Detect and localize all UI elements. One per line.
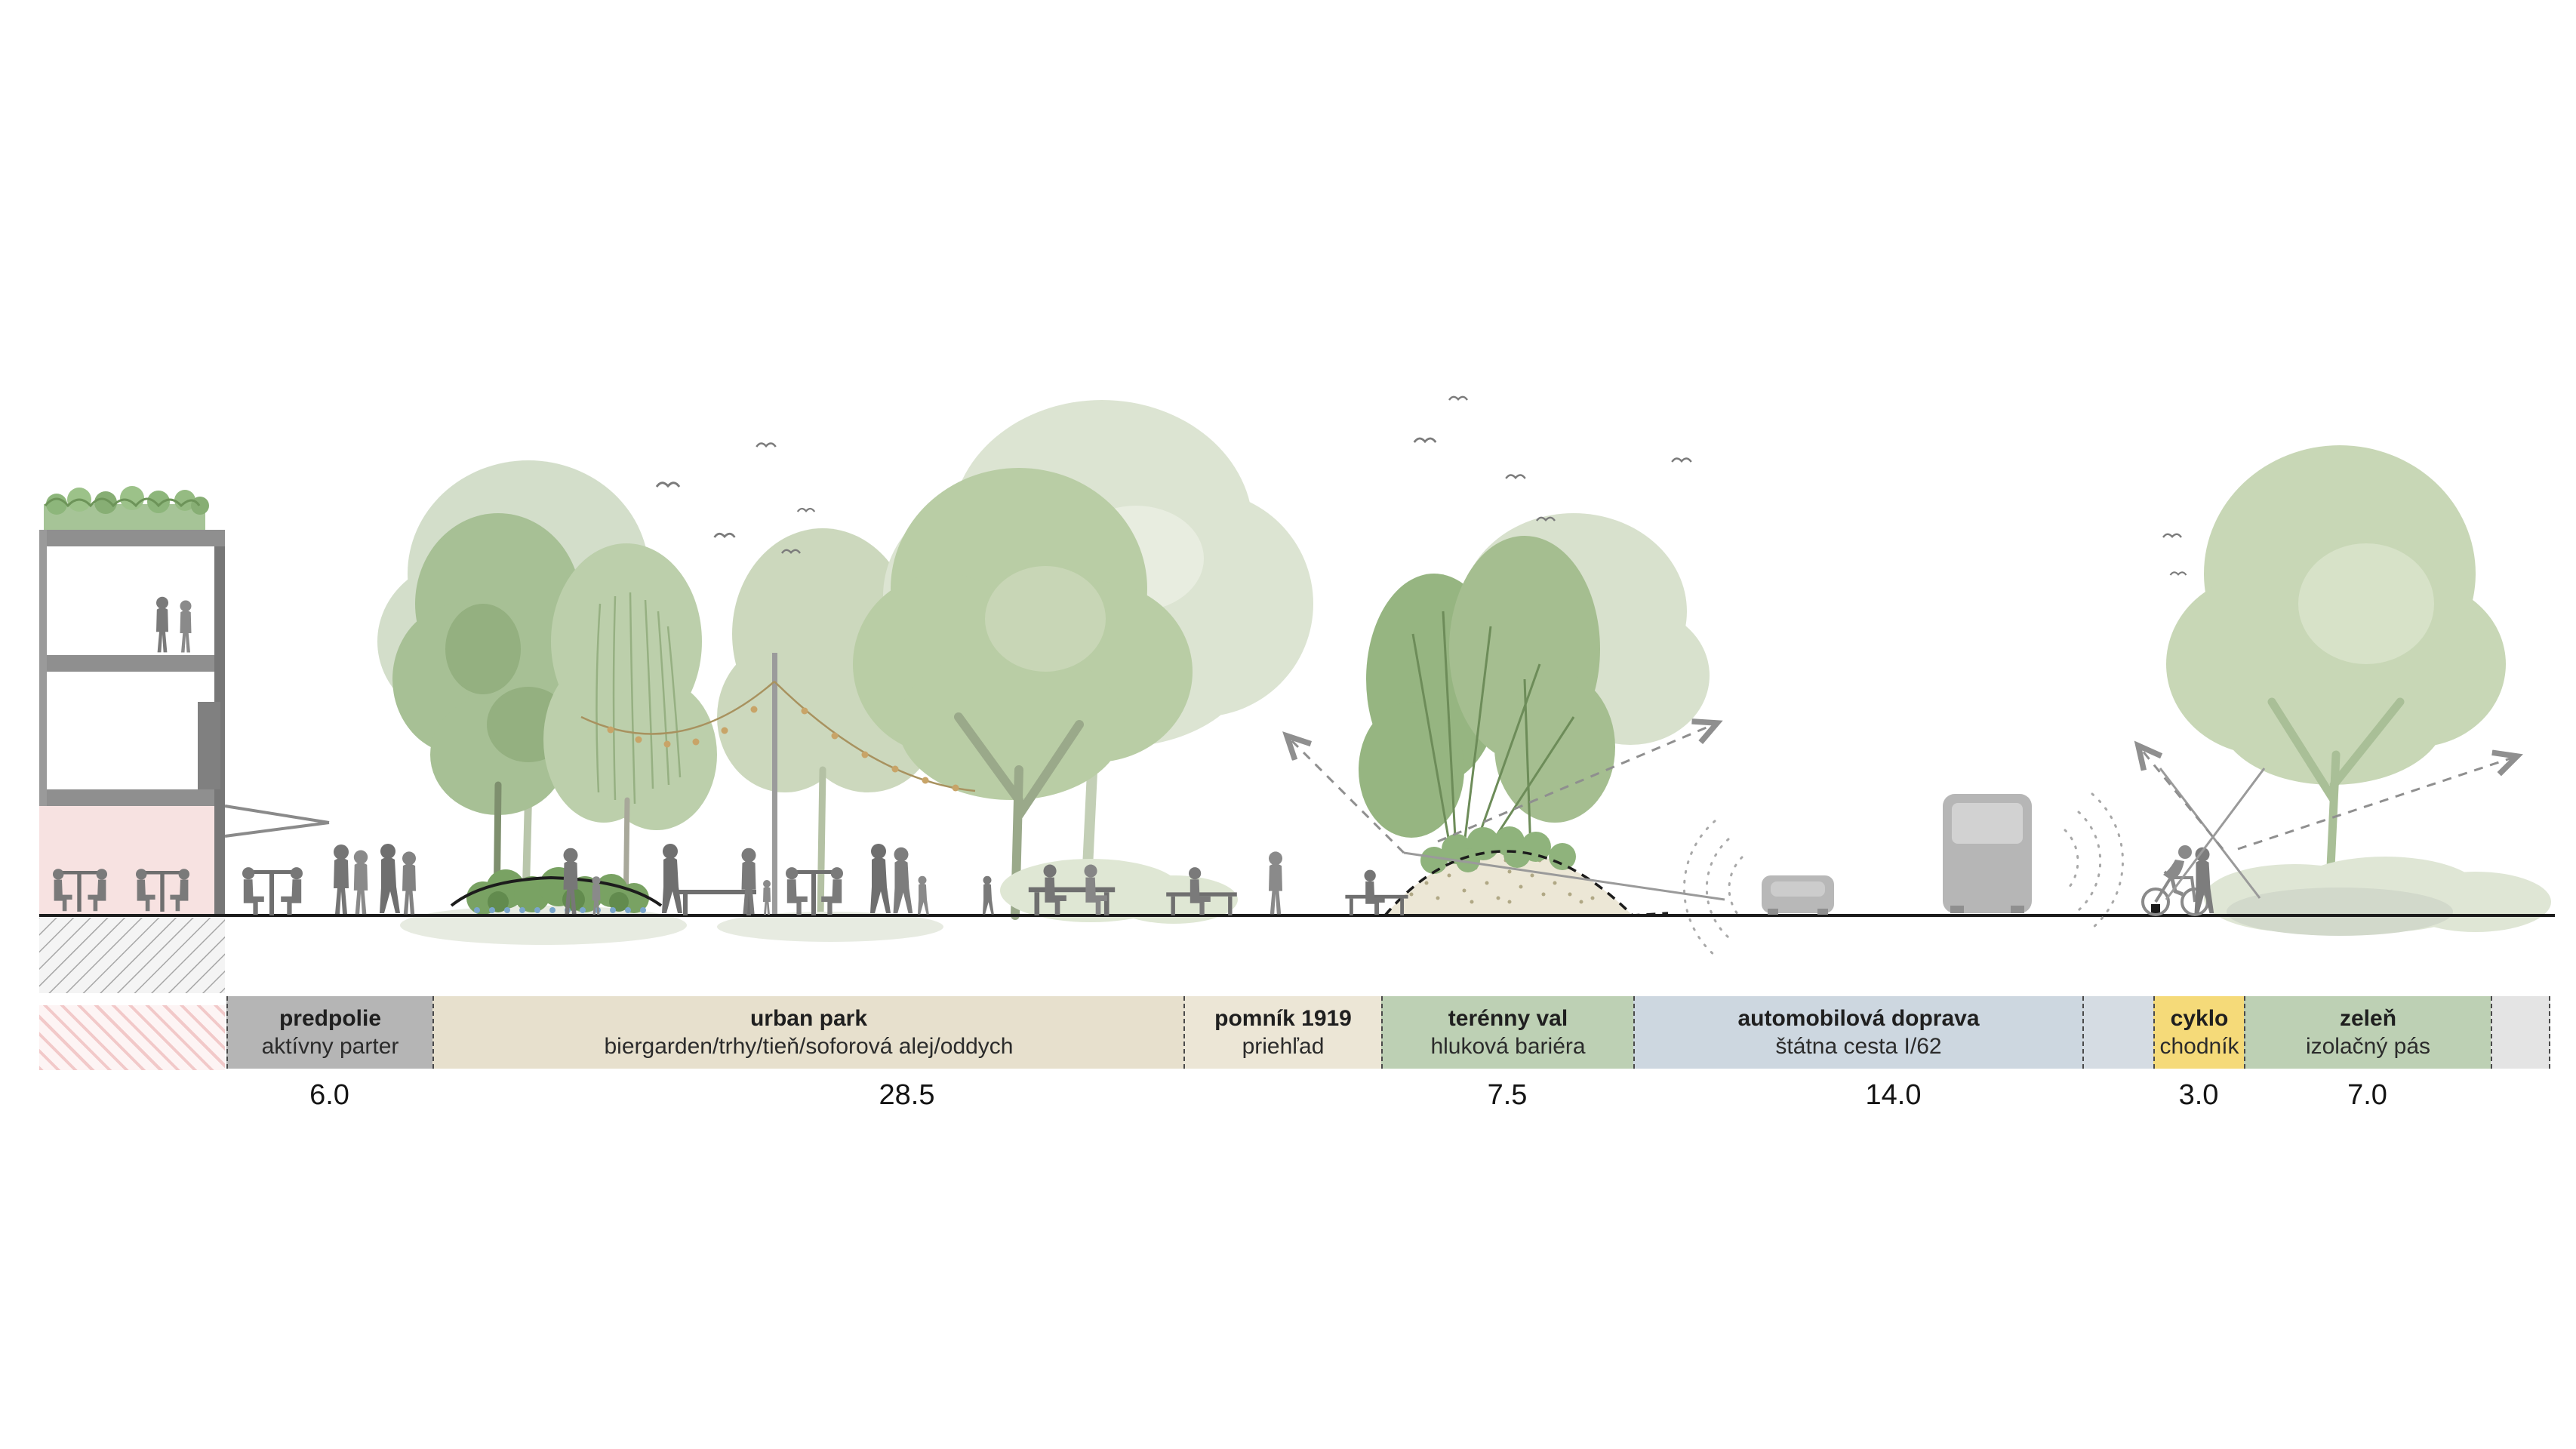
shrub-mound — [2227, 888, 2453, 936]
person — [156, 596, 168, 653]
legend-zone-edge-end — [2491, 996, 2550, 1069]
measurement-value: 6.0 — [309, 1079, 349, 1111]
legend-zone-cyklo-chodnik: cyklo chodník — [2153, 996, 2244, 1069]
measurement-value: 14.0 — [1865, 1079, 1922, 1111]
zone-label-secondary: chodník — [2159, 1034, 2239, 1059]
measurements-row: 6.0 28.5 7.5 14.0 3.0 7.0 — [226, 1078, 2550, 1115]
legend-zone-predpolie: predpolie aktívny parter — [226, 996, 432, 1069]
measurement-value: 7.0 — [2347, 1079, 2387, 1111]
person — [281, 867, 303, 915]
string-lights — [580, 653, 976, 915]
below-grade-pink-hatch — [39, 1005, 225, 1070]
person — [1269, 851, 1282, 915]
roof-slab — [39, 530, 225, 546]
bird-icon — [2169, 571, 2187, 577]
building-section — [39, 486, 330, 993]
person — [870, 844, 891, 913]
berm-dashed-outline — [1383, 850, 1669, 917]
bird-icon — [713, 532, 736, 539]
park-trees — [392, 445, 2506, 920]
legend-zone-pomnik-1919: pomník 1919 priehľad — [1183, 996, 1381, 1069]
car — [1762, 875, 1834, 915]
person — [893, 847, 913, 914]
basin-outline — [450, 875, 663, 907]
zone-label-secondary: priehľad — [1242, 1034, 1325, 1059]
zone-label-secondary: izolačný pás — [2305, 1034, 2431, 1059]
cut-wall — [39, 530, 47, 915]
interior-wall — [198, 702, 220, 789]
person — [402, 851, 416, 915]
child — [917, 875, 929, 915]
ground-blob — [717, 912, 943, 942]
person — [786, 867, 808, 915]
bus — [1943, 794, 2032, 913]
awning — [224, 804, 330, 838]
birds — [655, 395, 2187, 577]
sightline-arrows — [1287, 723, 2517, 901]
person — [334, 844, 349, 914]
bird-icon — [2162, 533, 2183, 539]
zone-label-secondary: hluková bariéra — [1430, 1034, 1586, 1059]
person — [821, 867, 843, 915]
bird-icon — [796, 507, 816, 513]
light-bulbs — [607, 706, 959, 792]
zone-label-primary: automobilová doprava — [1737, 1006, 1980, 1031]
bird-icon — [655, 481, 681, 488]
zone-label-primary: zeleň — [2339, 1006, 2397, 1031]
isolation-belt-tree — [2166, 445, 2506, 920]
birch-tree — [543, 543, 717, 918]
floor-slab — [39, 655, 225, 672]
noise-berm — [1383, 826, 1669, 917]
dashed-view-arrows — [1287, 723, 2517, 854]
berm-trees — [1359, 536, 1615, 895]
below-grade-hatch — [39, 918, 225, 993]
child — [982, 875, 994, 915]
person — [242, 867, 264, 915]
person — [1364, 869, 1385, 915]
bird-icon — [1670, 457, 1693, 463]
legend-zone-automobilova-doprava: automobilová doprava štátna cesta I/62 — [1633, 996, 2082, 1069]
person — [380, 844, 400, 913]
bird-icon — [1413, 437, 1437, 444]
green-roof — [44, 486, 209, 530]
zone-label-primary: cyklo — [2170, 1006, 2229, 1031]
person — [353, 850, 368, 915]
legend-zone-terenny-val: terénny val hluková bariéra — [1381, 996, 1633, 1069]
zone-label-primary: pomník 1919 — [1214, 1006, 1352, 1031]
zone-label-secondary: aktívny parter — [261, 1034, 399, 1059]
child — [763, 880, 771, 915]
vehicles — [1762, 794, 2032, 915]
legend-bar: predpolie aktívny parter urban park biergar… — [226, 996, 2550, 1069]
bird-icon — [755, 442, 777, 448]
person — [180, 600, 192, 653]
curb — [2151, 904, 2160, 915]
person — [662, 844, 682, 913]
berm-planting — [1420, 826, 1576, 874]
traffic-noise-arcs — [1683, 792, 2124, 957]
zone-label-secondary: biergarden/trhy/tieň/soforová alej/oddyc… — [604, 1034, 1014, 1059]
zone-label-primary: terénny val — [1448, 1006, 1568, 1031]
zone-label-primary: predpolie — [279, 1006, 381, 1031]
legend-zone-zelen: zeleň izolačný pás — [2244, 996, 2491, 1069]
legend-zone-urban-park: urban park biergarden/trhy/tieň/soforová … — [432, 996, 1183, 1069]
floor-slab — [39, 789, 225, 806]
bird-icon — [1448, 395, 1469, 401]
zone-label-primary: urban park — [749, 1006, 868, 1031]
measurement-value: 28.5 — [879, 1079, 935, 1111]
measurement-value: 7.5 — [1487, 1079, 1528, 1111]
legend-zone-doprava-edge — [2082, 996, 2153, 1069]
light-pole — [772, 653, 777, 915]
zone-label-secondary: štátna cesta I/62 — [1775, 1034, 1942, 1059]
section-illustration — [39, 395, 2555, 993]
measurement-value: 3.0 — [2178, 1079, 2219, 1111]
mid-green-tree — [853, 468, 1193, 920]
bird-icon — [1504, 474, 1527, 480]
